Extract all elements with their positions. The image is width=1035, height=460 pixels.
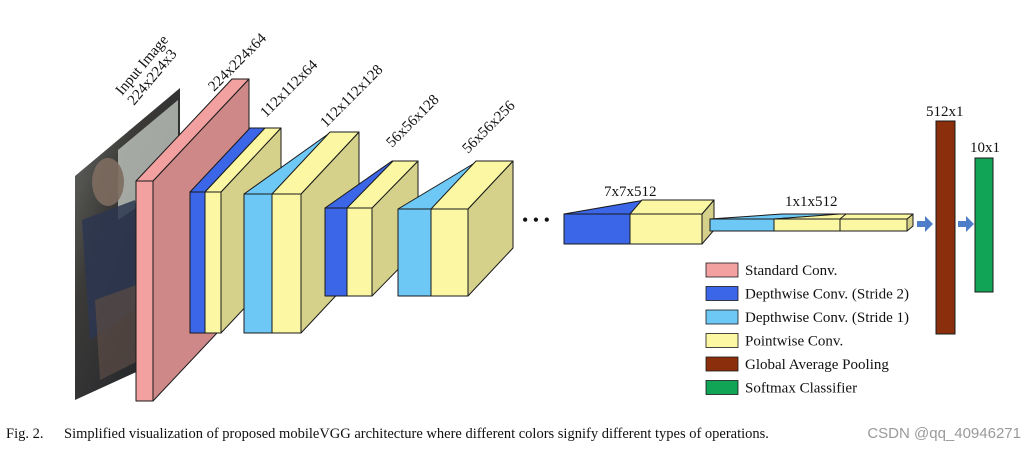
legend-swatch: [705, 333, 739, 348]
legend-swatch: [705, 309, 739, 325]
pointwise-layer-top: [839, 213, 914, 220]
layer-block-7x7x512: [563, 199, 715, 245]
depthwise-stride2-layer-front: [189, 191, 206, 334]
dim-label-56x56x256: 56x56x256: [460, 97, 519, 156]
depthwise-stride1-layer-front: [709, 218, 775, 232]
legend-swatch: [705, 380, 739, 395]
depthwise-stride2-layer-front: [324, 207, 348, 297]
legend-label: Standard Conv.: [745, 263, 837, 279]
legend-label: Softmax Classifier: [745, 381, 857, 397]
legend: Standard Conv. Depthwise Conv. (Stride 2)…: [705, 262, 909, 397]
legend-label: Depthwise Conv. (Stride 1): [745, 310, 909, 326]
pointwise-layer-front: [430, 208, 469, 297]
depthwise-stride2-layer-front: [563, 213, 631, 245]
legend-label: Global Average Pooling: [745, 357, 889, 373]
layer-blocks: [189, 127, 914, 334]
dim-label-56x56x128: 56x56x128: [384, 92, 443, 151]
watermark: CSDN @qq_40946271: [867, 425, 1021, 442]
legend-swatch: [705, 286, 739, 301]
dim-label-7x7x512: 7x7x512: [604, 184, 657, 200]
caption-text: Simplified visualization of proposed mob…: [64, 426, 769, 442]
global-average-pooling-bar: [935, 120, 956, 335]
caption: Fig. 2. Simplified visualization of prop…: [0, 422, 1035, 452]
standard-conv-front: [135, 180, 154, 402]
pointwise-layer-front: [204, 191, 222, 334]
pointwise-layer-top: [629, 199, 715, 215]
arrow-icon: [958, 216, 974, 232]
pointwise-layer-front: [839, 218, 908, 232]
layer-block-56x56x256: [397, 160, 514, 297]
layer-block-1x1x512: [709, 213, 914, 232]
ellipsis: • • •: [522, 210, 550, 230]
legend-swatch: [705, 262, 739, 278]
depthwise-stride1-layer-front: [243, 193, 273, 334]
dim-label-112x112x64: 112x112x64: [258, 57, 322, 121]
dim-label-112x112x128: 112x112x128: [318, 62, 387, 131]
caption-figure-number: Fig. 2.: [6, 426, 44, 442]
pointwise-layer-front: [271, 193, 302, 334]
legend-swatch: [705, 356, 739, 372]
dim-label-512x1: 512x1: [926, 104, 964, 120]
legend-label: Depthwise Conv. (Stride 2): [745, 287, 909, 303]
arrow-icon: [917, 216, 933, 232]
depthwise-stride1-layer-front: [397, 208, 432, 297]
layer-block-56x56x128: [324, 160, 419, 297]
legend-label: Pointwise Conv.: [745, 334, 843, 350]
dim-label-1x1x512: 1x1x512: [785, 194, 838, 210]
pointwise-layer-front: [629, 213, 703, 245]
diagram-svg: Input Image 224x224x3 224x224x64 112x112…: [75, 30, 1000, 402]
dim-label-10x1: 10x1: [970, 140, 1000, 156]
pointwise-layer-front: [346, 207, 373, 297]
pointwise-layer-front: [773, 218, 841, 232]
softmax-classifier-bar: [974, 157, 994, 293]
